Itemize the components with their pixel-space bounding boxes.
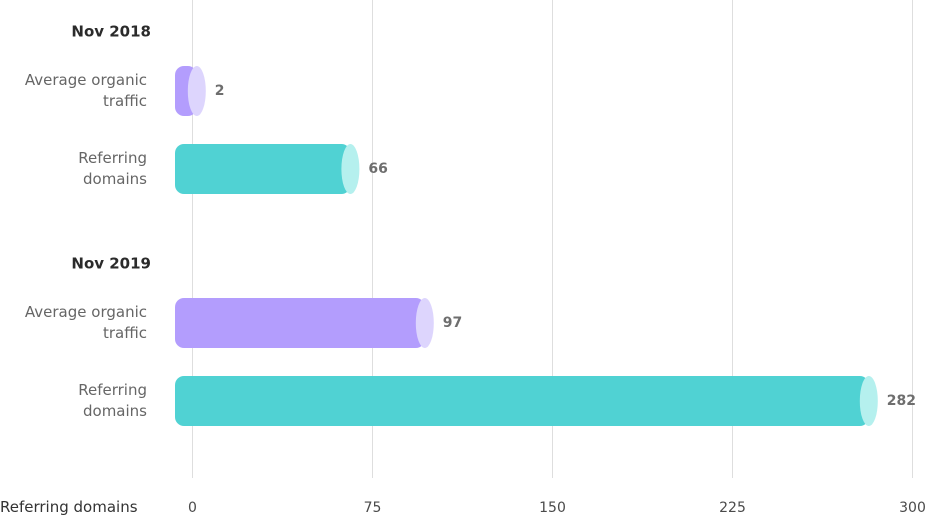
bar: [175, 298, 425, 348]
bars: [175, 66, 878, 426]
bar-cap: [187, 66, 206, 116]
category-label: Average organic: [25, 71, 147, 89]
bar-cap: [341, 144, 360, 194]
bar-cap: [859, 376, 878, 426]
category-label: traffic: [103, 324, 147, 342]
x-tick-label: 0: [188, 500, 197, 516]
x-tick-label: 300: [899, 500, 926, 516]
category-label: Referring: [78, 381, 147, 399]
x-tick-label: 225: [719, 500, 746, 516]
category-label: domains: [83, 402, 147, 420]
value-label: 2: [215, 83, 225, 99]
value-label: 282: [887, 393, 916, 409]
value-label: 66: [368, 161, 387, 177]
value-label: 97: [443, 315, 462, 331]
bar: [175, 144, 351, 194]
bar: [175, 376, 869, 426]
category-label: Referring: [78, 149, 147, 167]
group-label: Nov 2018: [71, 23, 151, 41]
bar-cap: [415, 298, 434, 348]
group-label: Nov 2019: [71, 255, 151, 273]
x-tick-label: 150: [539, 500, 566, 516]
category-label: Average organic: [25, 303, 147, 321]
category-label: domains: [83, 170, 147, 188]
x-axis-title: Referring domains: [0, 498, 138, 516]
category-label: traffic: [103, 92, 147, 110]
x-tick-label: 75: [364, 500, 382, 516]
